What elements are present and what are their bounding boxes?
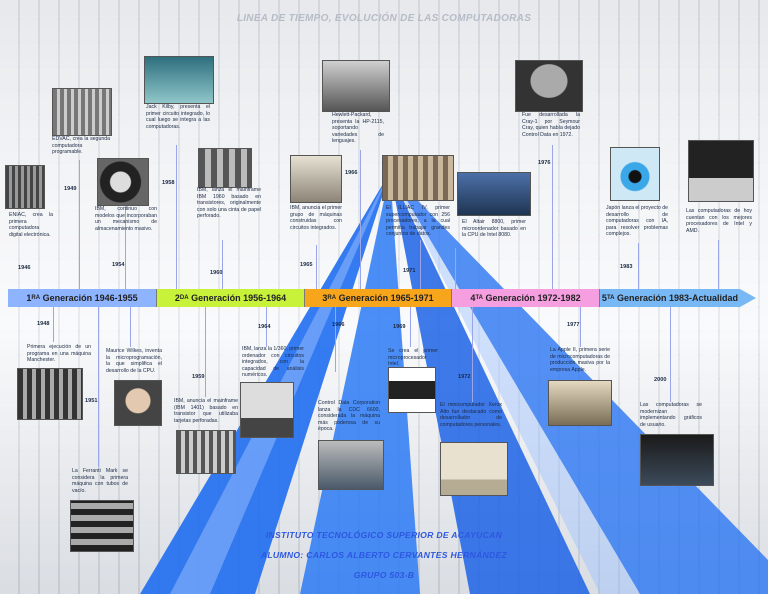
event-illiac: El ILLIAC IV, primer supercomputador con… xyxy=(386,205,450,238)
year-label: 1972 xyxy=(458,374,471,380)
year-label: 1976 xyxy=(538,160,551,166)
page-title: LINEA DE TIEMPO, EVOLUCIÓN DE LAS COMPUT… xyxy=(236,13,532,24)
hp-2115-photo xyxy=(322,60,390,112)
event-gui: Las computadoras se modernizan implement… xyxy=(640,402,702,428)
year-label: 1951 xyxy=(85,398,98,404)
year-label: 1948 xyxy=(37,321,50,327)
ferranti-photo xyxy=(70,500,134,552)
modern-desktop-photo xyxy=(640,434,714,486)
arrow-head-icon xyxy=(740,289,756,307)
event-apple-ii: La Apple II, primera serie de microcompu… xyxy=(550,347,610,373)
ibm-terminal-photo xyxy=(240,382,294,438)
event-ibm-1960: IBM, lanza el mainframe IBM 1960 basado … xyxy=(197,187,261,220)
event-wilkes: Maurice Wilkes, inventa la microprograma… xyxy=(106,348,162,374)
student-name: ALUMNO: CARLOS ALBERTO CERVANTES HERNÁND… xyxy=(260,550,508,560)
year-label: 1969 xyxy=(393,324,406,330)
eye-photo xyxy=(610,147,660,201)
year-label: 1966 xyxy=(345,170,358,176)
event-kilby: Jack Kilby, presenta el primer circuito … xyxy=(146,104,210,130)
year-label: 1966 xyxy=(332,322,345,328)
event-ibm-1401: IBM, anuncia el mainframe (IBM 1401) bas… xyxy=(174,398,238,424)
group-label: GRUPO 503-B xyxy=(353,570,415,580)
illiac-photo xyxy=(382,155,454,201)
apple-ii-photo xyxy=(548,380,612,426)
hard-disk-photo xyxy=(97,158,149,206)
year-label: 1960 xyxy=(210,270,223,276)
intel-chip-photo xyxy=(388,367,436,413)
event-cray: Fue desarrollada la Cray-1 por Seymour C… xyxy=(522,112,580,138)
year-label: 1977 xyxy=(567,322,580,328)
event-ibm-storage: IBM, continuo con modelos que incorporab… xyxy=(95,206,157,232)
school-name: INSTITUTO TECNOLÓGICO SUPERIOR DE ACAYUC… xyxy=(265,530,503,540)
event-japan-ai: Japón lanza el proyecto de desarrollo de… xyxy=(606,205,669,238)
event-modern-processors: Las computadoras de hoy cuentan con los … xyxy=(686,208,752,234)
year-label: 1958 xyxy=(162,180,175,186)
edvac-photo xyxy=(52,88,112,136)
event-manchester: Primera ejecución de un programa en una … xyxy=(27,344,91,364)
event-altair: El Altair 8800, primer microordenador ba… xyxy=(462,219,526,239)
year-label: 1964 xyxy=(258,324,271,330)
year-label: 1983 xyxy=(620,264,633,270)
event-eniac: ENIAC, crea la primera computadora digit… xyxy=(9,212,53,238)
year-label: 2000 xyxy=(654,377,667,383)
cdc-photo xyxy=(318,440,384,490)
manchester-photo xyxy=(17,368,83,420)
xerox-alto-photo xyxy=(440,442,508,496)
event-ibm-1-360: IBM, lanza la 1/360, primer ordenador co… xyxy=(242,346,304,379)
laptop-photo xyxy=(688,140,754,202)
year-label: 1946 xyxy=(18,265,31,271)
event-xerox-alto: El minicomputador Xerox Alto fue destaca… xyxy=(440,402,502,428)
year-label: 1959 xyxy=(192,374,205,380)
year-label: 1954 xyxy=(112,262,125,268)
event-ibm-360: IBM, anuncia el primer grupo de máquinas… xyxy=(290,205,342,231)
event-edvac: EDVAC, crea la segunda computadora progr… xyxy=(52,136,110,156)
year-label: 1971 xyxy=(403,268,416,274)
event-cdc: Control Data Corporation lanza la CDC 66… xyxy=(318,400,380,433)
ibm1401-photo xyxy=(176,430,236,474)
eniac-photo xyxy=(5,165,45,209)
year-label: 1965 xyxy=(300,262,313,268)
ibm-360-photo xyxy=(290,155,342,203)
ibm-mainframe-photo xyxy=(198,148,252,188)
cray-photo xyxy=(515,60,583,112)
altair-photo xyxy=(457,172,531,216)
wilkes-photo xyxy=(114,380,162,426)
event-hp: Hewlett-Packard, presenta la HP-2115, so… xyxy=(332,112,384,145)
circuit-board-photo xyxy=(144,56,214,104)
event-ferranti: La Ferranti Mark se considera la primera… xyxy=(72,468,128,494)
event-intel: Se crea el primer microprocesador Intel. xyxy=(388,348,438,368)
year-label: 1949 xyxy=(64,186,77,192)
